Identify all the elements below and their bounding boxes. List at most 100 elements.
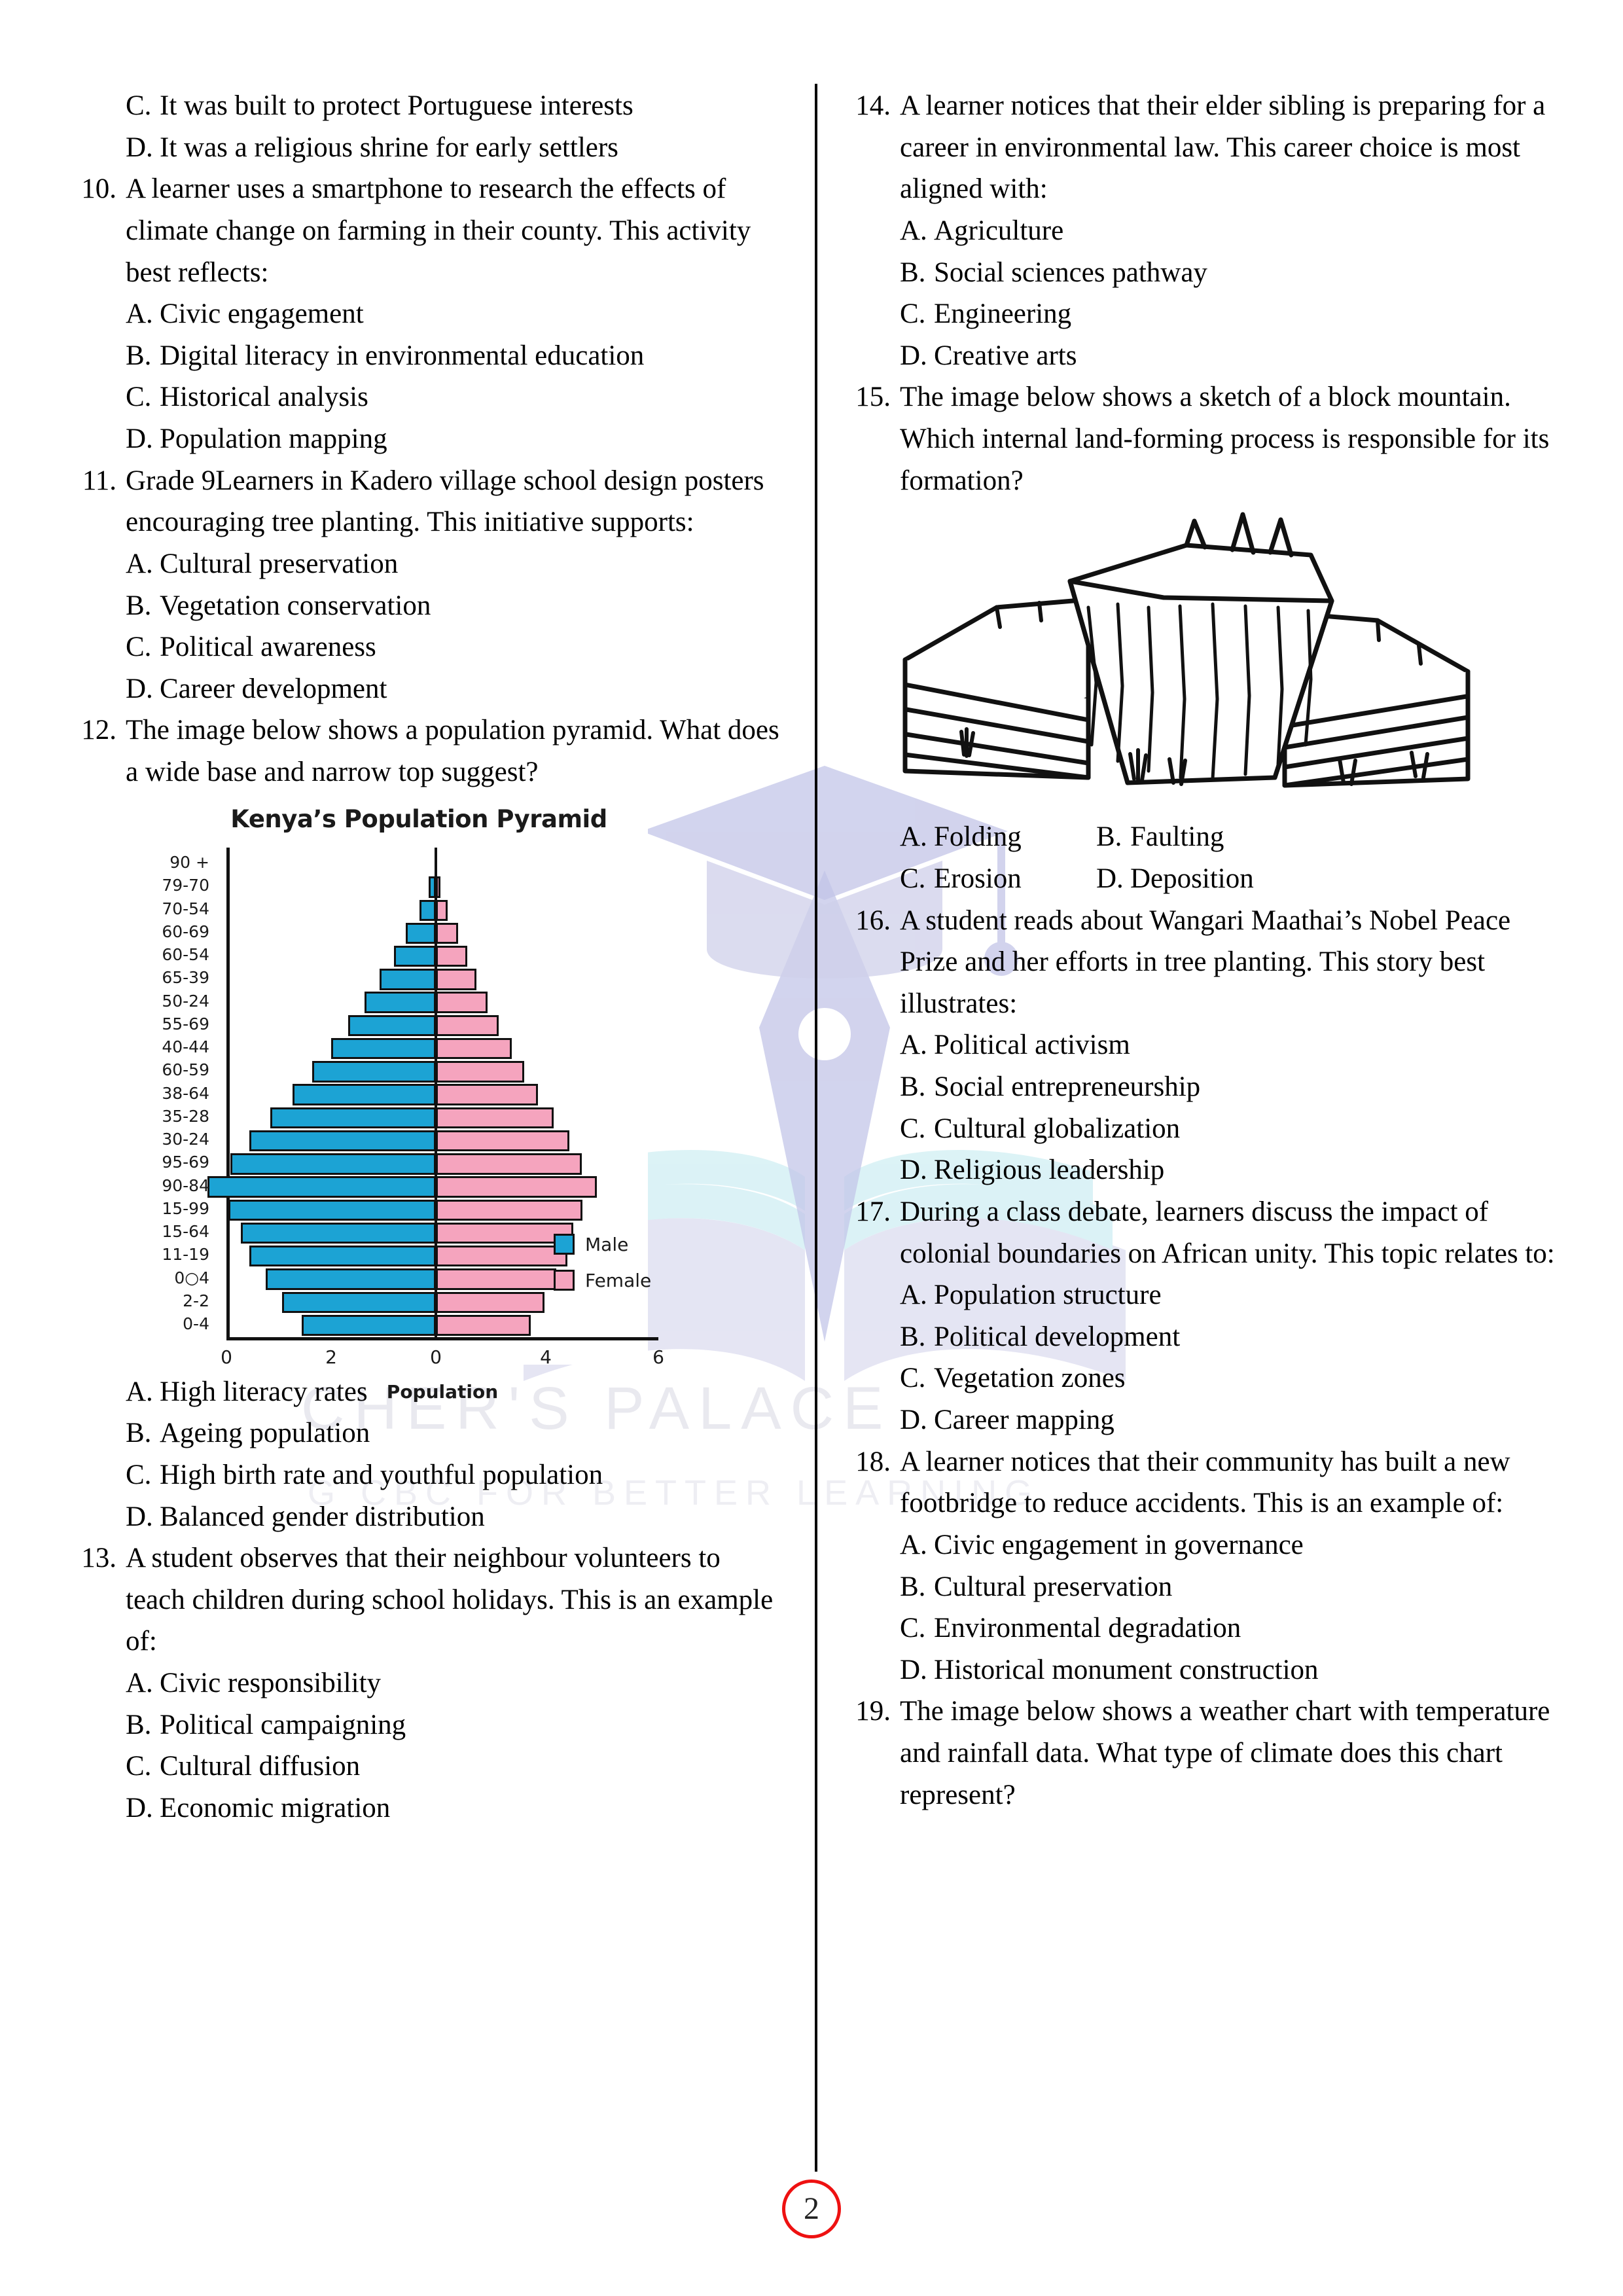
option-letter: C. <box>900 1113 926 1144</box>
option-row: A. Civic engagement <box>126 293 783 335</box>
question-stem: A student observes that their neighbour … <box>126 1543 774 1657</box>
option-text: Deposition <box>1130 863 1254 894</box>
option-letter: D. <box>900 1405 927 1435</box>
question-19: 19. The image below shows a weather char… <box>846 1691 1558 1816</box>
chart-bar-female <box>436 1222 573 1244</box>
question-stem: During a class debate, learners discuss … <box>900 1196 1555 1269</box>
chart-bar-male <box>241 1222 436 1244</box>
chart-bar-male <box>281 1291 436 1313</box>
option-letter: C. <box>126 382 152 413</box>
chart-bar-male <box>301 1314 436 1336</box>
option-letter: D. <box>126 423 153 454</box>
chart-bar-male <box>419 899 436 921</box>
chart-bar-pair <box>96 1107 658 1129</box>
chart-bar-male <box>270 1107 436 1129</box>
chart-bar-female <box>436 992 488 1013</box>
chart-bar-pair <box>96 1084 658 1105</box>
chart-y-tick-label: 70-54 <box>162 899 209 918</box>
option-letter: D. <box>900 1155 927 1186</box>
option-text: Ageing population <box>160 1418 370 1449</box>
question-stem: The image below shows a sketch of a bloc… <box>900 382 1550 496</box>
chart-x-axis <box>226 1336 658 1340</box>
question-18: 18. A learner notices that their communi… <box>846 1441 1558 1524</box>
option-letter: B. <box>126 590 152 621</box>
option-row: D. Religious leadership <box>900 1149 1558 1191</box>
option-letter: A. <box>126 298 153 330</box>
chart-y-tick-label: 95-69 <box>162 1153 209 1172</box>
option-row: D. Deposition <box>1096 858 1293 900</box>
option-letter: A. <box>900 1529 927 1560</box>
option-text: Cultural preservation <box>160 548 399 579</box>
question-stem: A learner notices that their elder sibli… <box>900 90 1546 205</box>
chart-y-tick-label: 30-24 <box>162 1130 209 1149</box>
chart-y-tick-label: 79-70 <box>162 876 209 895</box>
option-text: Balanced gender distribution <box>160 1501 485 1532</box>
option-row: D. Career development <box>126 668 783 710</box>
option-grid-row: C. Erosion D. Deposition <box>900 858 1558 900</box>
chart-title: Kenya’s Population Pyramid <box>230 804 607 833</box>
chart-bar-male <box>312 1061 436 1083</box>
chart-bar-male <box>393 945 436 967</box>
option-row: C. Erosion <box>900 858 1096 900</box>
legend-label-male: Male <box>585 1233 629 1255</box>
chart-y-tick-label: 35-28 <box>162 1106 209 1126</box>
option-text: Historical monument construction <box>934 1654 1319 1685</box>
option-row: A. Civic engagement in governance <box>900 1524 1558 1566</box>
option-text: Cultural preservation <box>934 1571 1173 1602</box>
option-row: D. Economic migration <box>126 1787 783 1829</box>
option-text: Political awareness <box>160 632 376 663</box>
option-text: Vegetation conservation <box>160 590 431 621</box>
option-letter: D. <box>126 1792 153 1823</box>
option-letter: A. <box>900 215 927 246</box>
question-number: 12. <box>81 715 116 746</box>
option-letter: A. <box>126 548 153 579</box>
option-letter: A. <box>900 1030 927 1061</box>
option-text: Religious leadership <box>934 1155 1165 1186</box>
legend-item-female: Female <box>554 1270 651 1291</box>
option-row: A. Civic responsibility <box>126 1662 783 1704</box>
option-text: Engineering <box>934 298 1072 330</box>
option-letter: C. <box>126 632 152 663</box>
option-row: C. Historical analysis <box>126 376 783 418</box>
option-letter: A. <box>126 1376 153 1407</box>
chart-bar-pair <box>96 1130 658 1152</box>
option-text: Political activism <box>934 1030 1130 1061</box>
two-column-body: C. It was built to protect Portuguese in… <box>72 85 1558 2088</box>
option-letter: C. <box>900 298 926 330</box>
option-text: Political development <box>934 1321 1181 1352</box>
chart-bar-female <box>436 1084 539 1105</box>
option-text: Vegetation zones <box>934 1363 1126 1394</box>
left-column: C. It was built to protect Portuguese in… <box>72 85 807 2088</box>
option-text: Faulting <box>1130 821 1224 853</box>
option-letter: B. <box>126 1418 152 1449</box>
option-row: B. Faulting <box>1096 816 1293 858</box>
option-row: B. Social sciences pathway <box>900 252 1558 294</box>
chart-bar-female <box>436 899 448 921</box>
chart-y-tick-label: 0○4 <box>174 1268 209 1287</box>
option-letter: B. <box>900 1571 926 1602</box>
option-text: High birth rate and youthful population <box>160 1459 603 1490</box>
question-10: 10. A learner uses a smartphone to resea… <box>72 168 783 293</box>
chart-bar-pair <box>96 1291 658 1313</box>
chart-bar-female <box>436 1061 525 1083</box>
chart-bar-male <box>405 922 436 944</box>
option-row: A. Agriculture <box>900 210 1558 252</box>
legend-label-female: Female <box>585 1269 652 1291</box>
question-stem: Grade 9Learners in Kadero village school… <box>126 465 764 538</box>
question-number: 14. <box>855 90 891 121</box>
option-text: Social sciences pathway <box>934 257 1207 288</box>
option-text: Political campaigning <box>160 1709 406 1740</box>
chart-x-tick-label: 6 <box>652 1346 664 1368</box>
chart-bar-male <box>365 992 436 1013</box>
option-row: B. Political development <box>900 1316 1558 1358</box>
legend-item-male: Male <box>554 1234 651 1255</box>
chart-bar-pair <box>96 969 658 990</box>
chart-bar-female <box>436 969 477 990</box>
option-row: A. Folding <box>900 816 1096 858</box>
option-row: C. Engineering <box>900 293 1558 335</box>
option-letter: D. <box>1096 863 1124 894</box>
question-number: 19. <box>855 1696 891 1727</box>
option-letter: D. <box>126 132 153 163</box>
chart-y-tick-label: 90-84 <box>162 1175 209 1195</box>
